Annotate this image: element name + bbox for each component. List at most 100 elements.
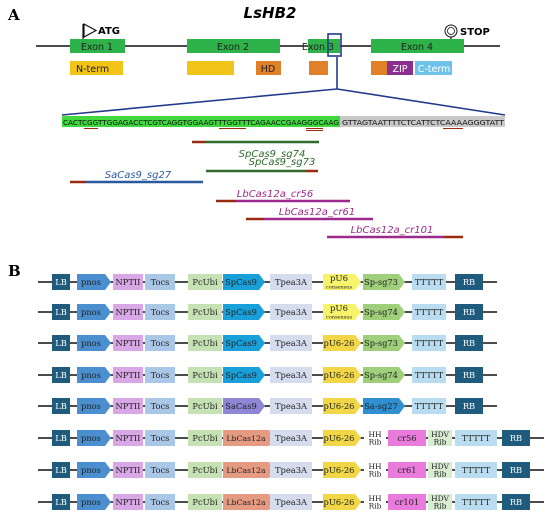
part-shape — [145, 398, 175, 414]
construct-4-part-lb: LB — [52, 367, 70, 383]
part-shape — [363, 274, 405, 290]
construct-4-part-pcubi: PcUbi — [188, 367, 222, 383]
part-label: Tocs — [151, 307, 170, 317]
part-label: NPTII — [116, 497, 141, 507]
construct-7-part-nptii: NPTII — [113, 462, 143, 478]
guide-sa-sg27-label: SaCas9_sg27 — [105, 170, 172, 181]
part-label: SpCas9 — [225, 338, 257, 348]
part-label: Rib — [369, 502, 382, 511]
part-shape — [363, 367, 405, 383]
zip-label: ZIP — [392, 64, 407, 75]
construct-1-part-tpea3a: Tpea3A — [270, 274, 312, 290]
part-shape — [270, 274, 312, 290]
exon-2-label: Exon 2 — [217, 42, 249, 53]
part-shape — [323, 462, 361, 478]
part-label: pnos — [81, 307, 101, 317]
part-shape — [412, 304, 446, 320]
guide-sp-sg74-label: SpCas9_sg74 — [239, 149, 306, 160]
construct-5-part-rb: RB — [455, 398, 483, 414]
construct-3-part-tpea3a: Tpea3A — [270, 335, 312, 351]
part-label: PcUbi — [192, 497, 218, 507]
construct-5-part-tpea3a: Tpea3A — [270, 398, 312, 414]
part-label: RB — [510, 497, 522, 507]
part-shape — [52, 430, 70, 446]
part-label: SaCas9 — [225, 401, 256, 411]
construct-3-part-lb: LB — [52, 335, 70, 351]
part-label: NPTII — [116, 433, 141, 443]
part-label: RB — [463, 338, 475, 348]
part-shape — [455, 494, 497, 510]
part-label: LB — [55, 338, 67, 348]
part-label: Rib — [434, 502, 447, 511]
exon-4-box — [371, 39, 464, 53]
part-shape — [223, 494, 275, 510]
part-label: TTTTT — [415, 370, 444, 380]
part-label: pU6-26 — [324, 497, 355, 507]
part-label: Tpea3A — [275, 307, 308, 317]
part-shape — [270, 430, 312, 446]
exon-2-box — [187, 39, 280, 53]
part-shape — [412, 335, 446, 351]
construct-2-part-nptii: NPTII — [113, 304, 143, 320]
start-codon-marker: ATG — [82, 22, 120, 40]
part-label: Tpea3A — [275, 465, 308, 475]
part-shape — [77, 430, 111, 446]
construct-7-part-tpea3a: Tpea3A — [270, 462, 312, 478]
construct-4-part-pnos: pnos — [77, 367, 111, 383]
construct-6-part-lbcas12a: LbCas12a — [223, 430, 275, 446]
part-label: LB — [55, 307, 67, 317]
part-label: RB — [463, 370, 475, 380]
part-label: LbCas12a — [226, 434, 266, 443]
part-shape — [188, 367, 222, 383]
part-label: RB — [463, 277, 475, 287]
part-shape — [145, 430, 175, 446]
guide-lb-cr56: LbCas12a_cr56 — [216, 189, 350, 203]
sequence-intron-text: GTTAGTAATTTTCTCATTCTCAAAAGGGTATT — [342, 118, 505, 127]
construct-2-part-pnos: pnos — [77, 304, 111, 320]
construct-5-part-pcubi: PcUbi — [188, 398, 222, 414]
part-shape — [77, 462, 111, 478]
part-label: LB — [55, 401, 67, 411]
construct-5-part-tocs: Tocs — [145, 398, 175, 414]
construct-3-part-tocs: Tocs — [145, 335, 175, 351]
construct-5-part-sacas9: SaCas9 — [223, 398, 265, 414]
panel-b-label: B — [8, 262, 21, 280]
part-label: Tpea3A — [275, 401, 308, 411]
hd-domain-3 — [371, 61, 387, 75]
guide-lb-cr61: LbCas12a_cr61 — [246, 207, 373, 221]
part-shape — [455, 274, 483, 290]
part-shape — [388, 494, 426, 510]
construct-8-part-lbcas12a: LbCas12a — [223, 494, 275, 510]
construct-2-part-spcas9: SpCas9 — [223, 304, 265, 320]
construct-7-part-rb: RB — [502, 462, 530, 478]
construct-6-part-rb: RB — [502, 430, 530, 446]
part-label: cr61 — [397, 465, 416, 475]
part-label: HDV — [431, 494, 449, 503]
part-label: Rib — [434, 438, 447, 447]
construct-4-part-nptii: NPTII — [113, 367, 143, 383]
part-shape — [188, 494, 222, 510]
part-label: Tpea3A — [275, 277, 308, 287]
zoom-left-line — [61, 88, 338, 116]
guide-lb-cr61-label: LbCas12a_cr61 — [279, 207, 355, 218]
part-label: pnos — [81, 401, 101, 411]
part-label: SpCas9 — [225, 277, 257, 287]
part-label: HDV — [431, 462, 449, 471]
construct-5-part-lb: LB — [52, 398, 70, 414]
part-shape — [145, 462, 175, 478]
construct-3-part-pcubi: PcUbi — [188, 335, 222, 351]
part-shape — [502, 494, 530, 510]
part-shape — [388, 462, 426, 478]
part-label: pnos — [81, 277, 101, 287]
construct-3-part-nptii: NPTII — [113, 335, 143, 351]
construct-5-part-pnos: pnos — [77, 398, 111, 414]
part-label: SpCas9 — [225, 307, 257, 317]
part-shape — [113, 274, 143, 290]
part-label: Tpea3A — [275, 370, 308, 380]
part-shape — [223, 367, 265, 383]
part-shape — [113, 494, 143, 510]
c-term-domain — [415, 61, 452, 75]
exon-sequence-highlight — [62, 116, 340, 127]
